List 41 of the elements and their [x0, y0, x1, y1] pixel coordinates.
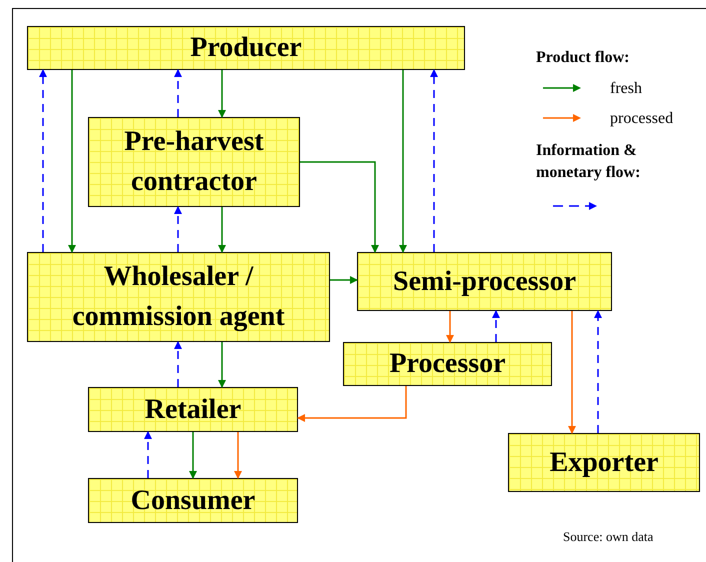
legend-heading: Information & monetary flow: — [536, 141, 642, 183]
process-box — [508, 433, 700, 492]
box-label: Semi-processor — [392, 264, 577, 298]
legend-label: fresh — [610, 79, 642, 99]
box-label: Exporter — [548, 446, 660, 480]
arrow — [399, 70, 407, 253]
dashed-arrow — [174, 206, 182, 252]
arrow — [446, 311, 454, 343]
dashed-arrow — [174, 69, 182, 117]
arrow — [218, 342, 226, 388]
arrow — [300, 161, 379, 253]
arrow — [68, 70, 76, 253]
box-label: Processor — [388, 347, 507, 381]
process-box — [27, 252, 330, 342]
source-note: Source: own data — [563, 529, 654, 545]
arrow — [234, 432, 242, 479]
box-label: Retailer — [144, 392, 242, 426]
box-label: Pre-harvest contractor — [123, 125, 265, 199]
process-box — [88, 387, 298, 432]
dashed-arrow — [492, 310, 500, 342]
box-label: Wholesaler / commission agent — [71, 260, 286, 334]
dashed-arrow — [430, 69, 438, 252]
arrow — [218, 207, 226, 253]
dashed-arrow — [594, 310, 602, 433]
legend-heading: Product flow: — [536, 48, 630, 68]
arrow — [189, 432, 197, 479]
arrow — [218, 70, 226, 118]
process-box — [88, 117, 300, 207]
box-label: Producer — [189, 31, 303, 65]
process-box — [357, 252, 612, 311]
process-box — [88, 478, 298, 523]
process-box — [343, 342, 552, 386]
arrow — [568, 311, 576, 434]
box-label: Consumer — [130, 484, 256, 518]
dashed-arrow — [39, 69, 47, 252]
dashed-arrow — [174, 341, 182, 387]
legend-label: processed — [610, 109, 674, 129]
dashed-arrow — [144, 431, 152, 478]
arrow — [330, 276, 358, 284]
arrow — [297, 386, 407, 422]
process-box — [27, 26, 465, 70]
